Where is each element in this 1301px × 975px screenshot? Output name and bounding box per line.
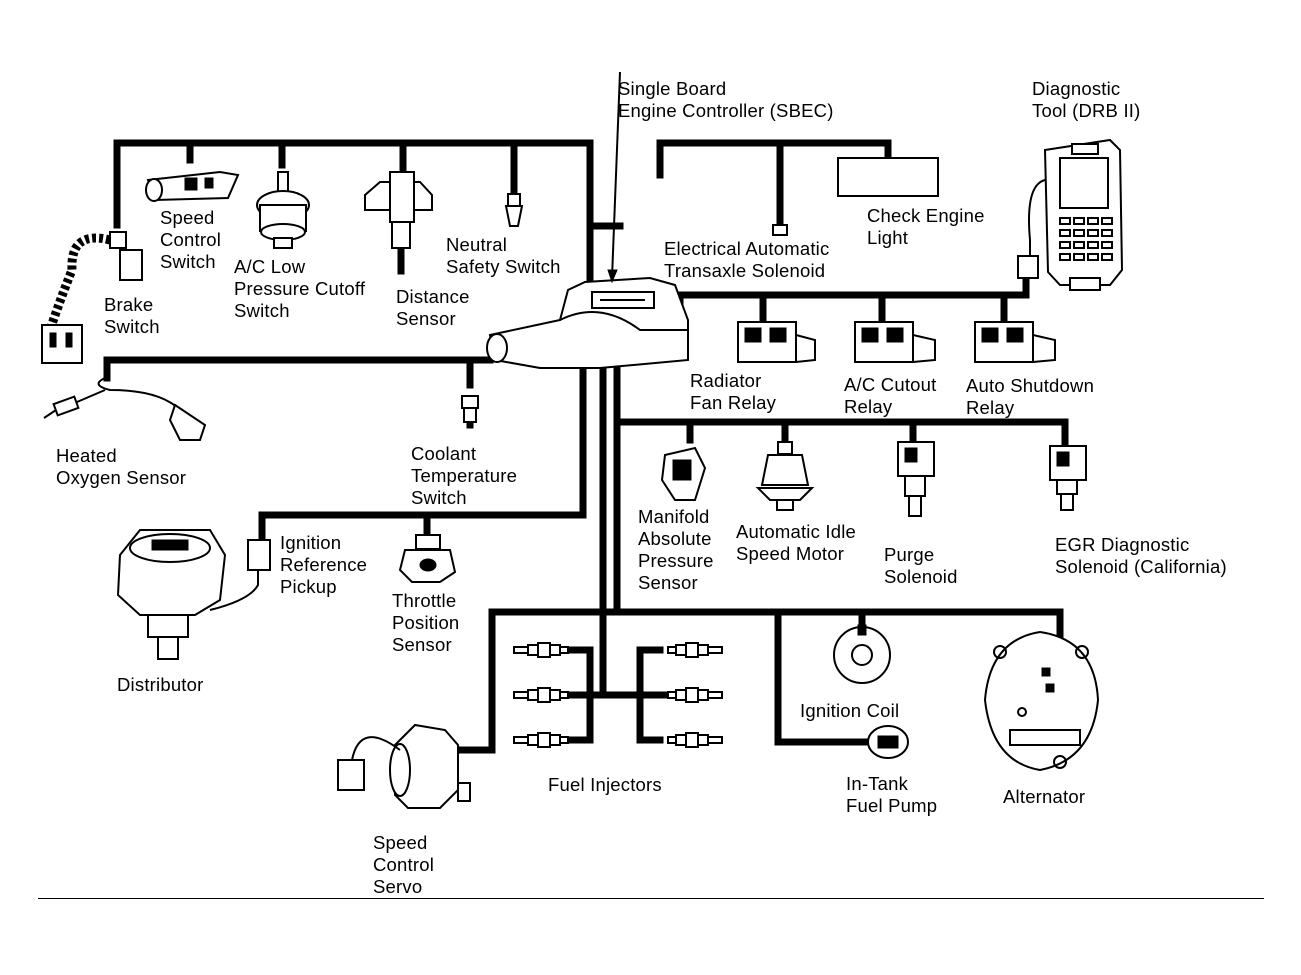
speed-control-switch bbox=[145, 170, 240, 202]
purge-solenoid bbox=[897, 441, 935, 517]
check-engine-light bbox=[837, 157, 939, 197]
fuel-injector-icon bbox=[667, 642, 723, 658]
coolant-temp-label: Coolant Temperature Switch bbox=[411, 443, 518, 508]
fuel-injector-icon bbox=[513, 687, 569, 703]
diagnostic-tool bbox=[1017, 138, 1124, 291]
speed-servo-label: Speed Control Servo bbox=[373, 832, 435, 897]
auto-shutdown-relay-label: Auto Shutdown Relay bbox=[966, 375, 1095, 418]
alternator bbox=[983, 630, 1100, 772]
neutral-safety-switch bbox=[504, 193, 524, 227]
check-engine-label: Check Engine Light bbox=[867, 205, 985, 248]
heated-oxygen-label: Heated Oxygen Sensor bbox=[56, 445, 187, 488]
in-tank-fuel-pump bbox=[867, 725, 909, 759]
purge-solenoid-label: Purge Solenoid bbox=[884, 544, 958, 587]
map-sensor bbox=[660, 446, 707, 501]
alternator-label: Alternator bbox=[1003, 786, 1086, 807]
transaxle-solenoid-label: Electrical Automatic Transaxle Solenoid bbox=[664, 238, 830, 281]
ac-cutout-relay-label: A/C Cutout Relay bbox=[844, 374, 937, 417]
heated-oxygen-sensor bbox=[43, 377, 207, 441]
throttle-position-label: Throttle Position Sensor bbox=[392, 590, 460, 655]
fuel-injector-icon bbox=[667, 687, 723, 703]
neutral-safety-label: Neutral Safety Switch bbox=[446, 234, 561, 277]
fuel-injector-icon bbox=[667, 732, 723, 748]
distributor bbox=[116, 529, 271, 660]
brake-switch bbox=[41, 231, 143, 364]
distance-sensor bbox=[364, 171, 433, 275]
distributor-label: Distributor bbox=[117, 674, 204, 695]
egr-solenoid-label: EGR Diagnostic Solenoid (California) bbox=[1055, 534, 1227, 577]
speed-control-servo bbox=[337, 723, 471, 809]
radiator-fan-relay bbox=[737, 321, 816, 363]
fuel-pump-label: In-Tank Fuel Pump bbox=[846, 773, 938, 816]
wiring-harness bbox=[103, 139, 1069, 754]
egr-diagnostic-solenoid bbox=[1049, 445, 1087, 511]
ignition-pickup-label: Ignition Reference Pickup bbox=[280, 532, 368, 597]
map-sensor-label: Manifold Absolute Pressure Sensor bbox=[638, 506, 714, 593]
idle-speed-motor bbox=[755, 441, 815, 511]
speed-control-switch-label: Speed Control Switch bbox=[160, 207, 222, 272]
ignition-coil bbox=[833, 624, 891, 684]
fuel-injectors bbox=[513, 642, 723, 748]
sbec-controller bbox=[486, 71, 689, 369]
fuel-injectors-label: Fuel Injectors bbox=[548, 774, 662, 795]
distance-sensor-label: Distance Sensor bbox=[396, 286, 470, 329]
ac-cutout-relay bbox=[854, 321, 936, 363]
ac-low-pressure-label: A/C Low Pressure Cutoff Switch bbox=[234, 256, 366, 321]
radiator-fan-relay-label: Radiator Fan Relay bbox=[690, 370, 777, 413]
footer-rule bbox=[38, 898, 1264, 899]
fuel-injector-icon bbox=[513, 642, 569, 658]
sbec-label: Single Board Engine Controller (SBEC) bbox=[618, 78, 834, 121]
coolant-temperature-switch bbox=[461, 395, 479, 429]
transaxle-solenoid bbox=[772, 224, 788, 236]
fuel-injector-icon bbox=[513, 732, 569, 748]
throttle-position-sensor bbox=[398, 534, 457, 583]
auto-shutdown-relay bbox=[974, 321, 1056, 363]
brake-switch-label: Brake Switch bbox=[104, 294, 160, 337]
ac-low-pressure-switch bbox=[256, 171, 310, 249]
ignition-coil-label: Ignition Coil bbox=[800, 700, 900, 721]
diagnostic-tool-label: Diagnostic Tool (DRB II) bbox=[1032, 78, 1141, 121]
idle-speed-motor-label: Automatic Idle Speed Motor bbox=[736, 521, 857, 564]
